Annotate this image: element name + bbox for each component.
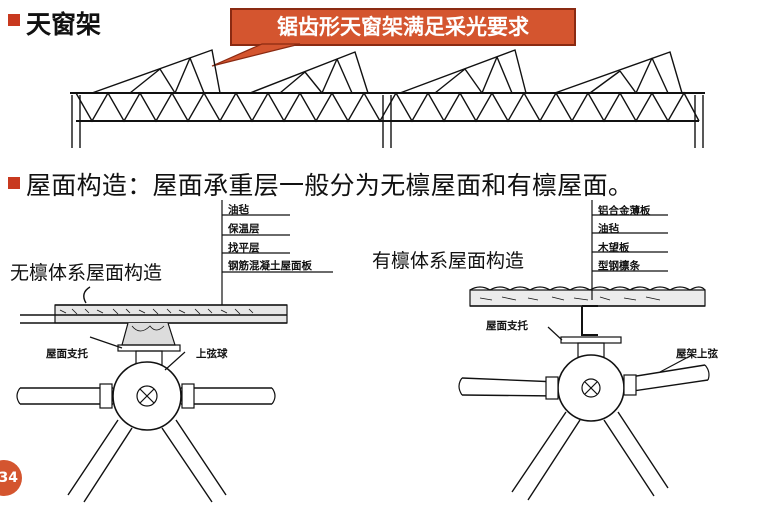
left-diagram-title: 无檩体系屋面构造 bbox=[10, 262, 163, 284]
left-roof-section bbox=[16, 200, 333, 503]
heading1-bullet bbox=[8, 14, 20, 26]
left-support-label: 屋面支托 bbox=[46, 348, 88, 360]
left-layer-label: 保温层 bbox=[228, 223, 260, 235]
heading1: 天窗架 bbox=[26, 10, 102, 39]
right-diagram-title: 有檩体系屋面构造 bbox=[372, 250, 525, 272]
callout-pointer bbox=[211, 43, 301, 67]
heading2-bullet bbox=[8, 177, 20, 189]
sawtooth-truss bbox=[70, 49, 705, 148]
left-layer-label: 钢筋混凝土屋面板 bbox=[228, 260, 312, 272]
right-layer-label: 木望板 bbox=[598, 242, 630, 254]
page-number: 34 bbox=[0, 460, 22, 496]
right-layer-label: 油毡 bbox=[598, 223, 619, 235]
right-layer-label: 铝合金薄板 bbox=[598, 205, 651, 217]
right-layer-label: 型钢檩条 bbox=[598, 260, 640, 272]
right-support-label: 屋面支托 bbox=[486, 320, 528, 332]
right-roof-section bbox=[458, 200, 710, 501]
callout-box: 锯齿形天窗架满足采光要求 bbox=[230, 8, 576, 46]
left-layer-label: 找平层 bbox=[228, 242, 260, 254]
left-layer-label: 油毡 bbox=[228, 204, 249, 216]
right-node-label: 屋架上弦 bbox=[676, 348, 718, 360]
left-node-label: 上弦球 bbox=[196, 348, 228, 360]
heading2: 屋面构造：屋面承重层一般分为无檩屋面和有檩屋面。 bbox=[26, 171, 634, 200]
